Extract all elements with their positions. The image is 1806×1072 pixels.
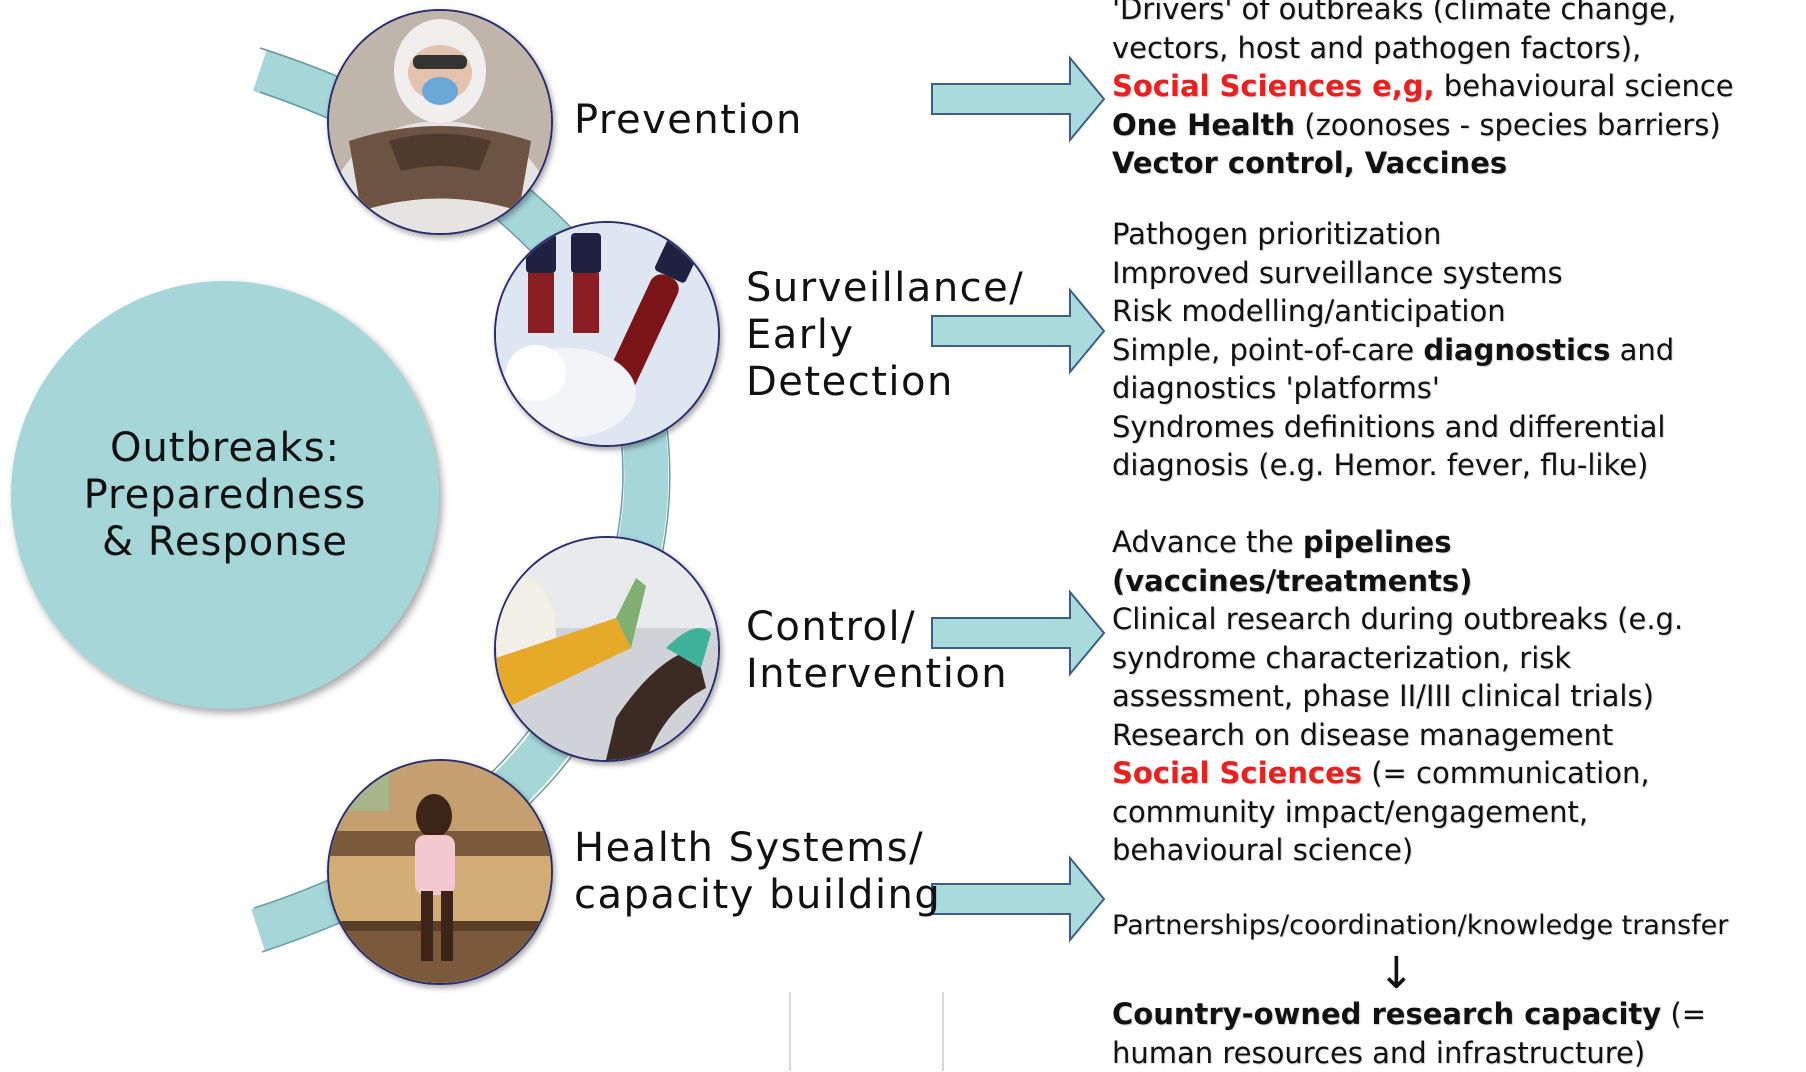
detail-line: vectors, host and pathogen factors), — [1112, 29, 1734, 68]
detail-line: Social Sciences e,g, behavioural science — [1112, 67, 1734, 106]
central-title: Outbreaks: Preparedness & Response — [84, 425, 367, 566]
health-systems-details-2: Country-owned research capacity (= human… — [1112, 995, 1706, 1072]
stage-label-prevention: Prevention — [574, 97, 803, 144]
blood-sample-tubes-photo — [494, 221, 720, 447]
control-details: Advance the pipelines (vaccines/treatmen… — [1112, 523, 1683, 870]
one-health-bold: One Health — [1112, 108, 1295, 142]
detail-line: syndrome characterization, risk — [1112, 639, 1683, 678]
detail-line: Risk modelling/anticipation — [1112, 292, 1674, 331]
detail-line: One Health (zoonoses - species barriers) — [1112, 106, 1734, 145]
detail-line: 'Drivers' of outbreaks (climate change, — [1112, 0, 1734, 29]
detail-line: Advance the pipelines — [1112, 523, 1683, 562]
detail-line: Research on disease management — [1112, 716, 1683, 755]
detail-text: Advance the — [1112, 525, 1303, 559]
detail-line: Improved surveillance systems — [1112, 254, 1674, 293]
stage-label-surveillance: Surveillance/ Early Detection — [746, 265, 1024, 406]
stage-label-health-systems: Health Systems/ capacity building — [574, 825, 941, 919]
detail-line: assessment, phase II/III clinical trials… — [1112, 677, 1683, 716]
detail-line: community impact/engagement, — [1112, 793, 1683, 832]
detail-line: Social Sciences (= communication, — [1112, 754, 1683, 793]
surveillance-details: Pathogen prioritization Improved surveil… — [1112, 215, 1674, 485]
child-on-hospital-bed-photo — [327, 759, 553, 985]
detail-text: behavioural science — [1435, 69, 1734, 103]
detail-line: diagnostics 'platforms' — [1112, 369, 1674, 408]
protective-suit-worker-photo — [494, 536, 720, 762]
scientist-with-bat-photo — [327, 9, 553, 235]
arrow-prevention — [932, 58, 1104, 140]
social-sciences-highlight: Social Sciences — [1112, 756, 1362, 790]
down-arrow-icon: ↓ — [1378, 952, 1415, 996]
detail-line: human resources and infrastructure) — [1112, 1034, 1706, 1072]
detail-line: behavioural science) — [1112, 831, 1683, 870]
diagnostics-bold: diagnostics — [1423, 333, 1610, 367]
vaccines-treatments-bold: (vaccines/treatments) — [1112, 562, 1683, 601]
detail-line: diagnosis (e.g. Hemor. fever, flu-like) — [1112, 446, 1674, 485]
detail-line: Simple, point-of-care diagnostics and — [1112, 331, 1674, 370]
detail-line: Syndromes definitions and differential — [1112, 408, 1674, 447]
detail-text: and — [1610, 333, 1674, 367]
stage-label-control: Control/ Intervention — [746, 604, 1008, 698]
prevention-details: 'Drivers' of outbreaks (climate change, … — [1112, 0, 1734, 183]
detail-text: Simple, point-of-care — [1112, 333, 1423, 367]
detail-text: (zoonoses - species barriers) — [1295, 108, 1721, 142]
pipelines-bold: pipelines — [1303, 525, 1452, 559]
detail-text: (= communication, — [1362, 756, 1650, 790]
social-sciences-highlight: Social Sciences e,g, — [1112, 69, 1435, 103]
country-owned-capacity-bold: Country-owned research capacity — [1112, 997, 1661, 1031]
detail-line: Clinical research during outbreaks (e.g. — [1112, 600, 1683, 639]
health-systems-details: Partnerships/coordination/knowledge tran… — [1112, 907, 1728, 946]
central-circle: Outbreaks: Preparedness & Response — [11, 281, 439, 709]
detail-line: Partnerships/coordination/knowledge tran… — [1112, 907, 1728, 946]
detail-line: Country-owned research capacity (= — [1112, 995, 1706, 1034]
vector-control-bold: Vector control, Vaccines — [1112, 144, 1734, 183]
arrow-health-systems — [932, 858, 1104, 940]
detail-text: (= — [1661, 997, 1706, 1031]
detail-line: Pathogen prioritization — [1112, 215, 1674, 254]
